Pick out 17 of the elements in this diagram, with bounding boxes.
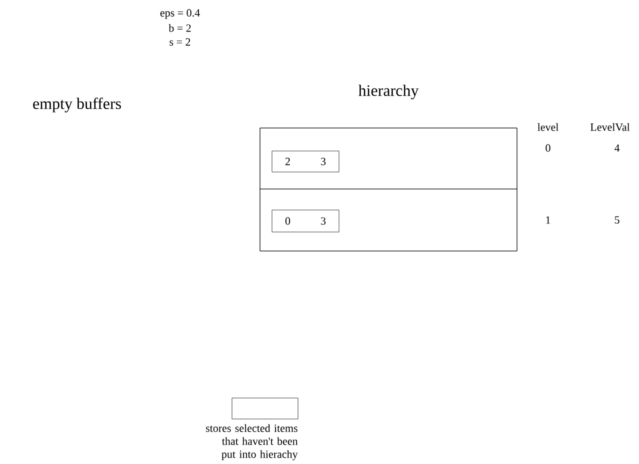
label-text: 0 (546, 144, 550, 152)
label-text: b = 2 (168, 24, 191, 32)
label-text: eps = 0.4 (160, 9, 200, 19)
label-text: 4 (614, 144, 620, 152)
level-band (260, 128, 518, 190)
label-text: 5 (614, 216, 620, 224)
label-text: 1 (546, 216, 550, 224)
label-text: LevelVal (590, 123, 630, 131)
node-label: hierarchy (358, 84, 419, 100)
level-band (260, 188, 518, 252)
label-text: s = 2 (170, 38, 190, 46)
buffer-box: stores selected items that haven't been put into hierachy (206, 398, 298, 460)
label-text: empty buffers (33, 98, 121, 112)
label-text: level (538, 123, 558, 131)
item-box: 0 3 (272, 210, 340, 232)
item-box: 2 3 (272, 150, 340, 172)
node-label: stores selected items that haven't been put into hierachy (206, 424, 298, 460)
